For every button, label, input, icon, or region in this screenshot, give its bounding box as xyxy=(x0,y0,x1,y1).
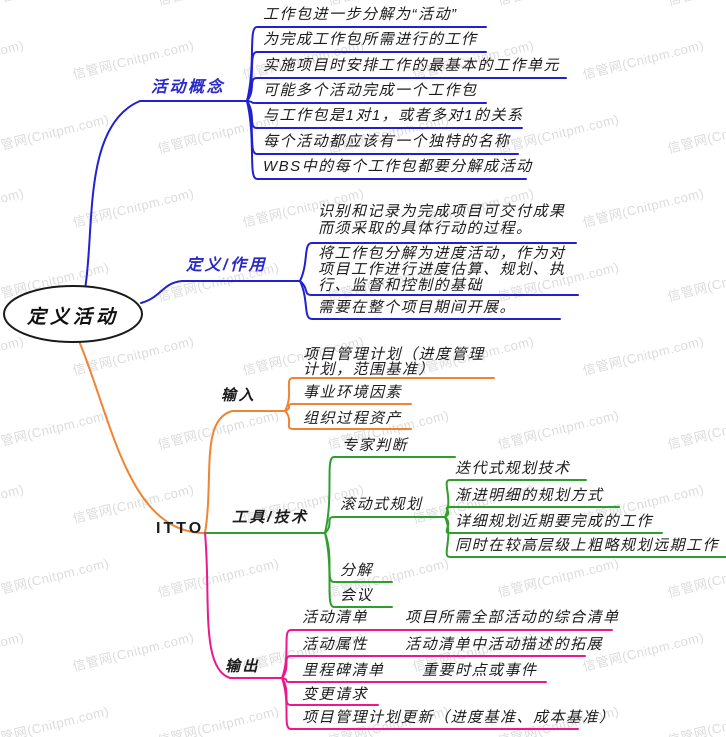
leaf-rolling-2[interactable]: 渐进明细的规划方式 xyxy=(455,487,604,504)
branch-label-concept[interactable]: 活动概念 xyxy=(151,79,226,96)
leaf-output-change-requests[interactable]: 变更请求 xyxy=(302,686,369,703)
branch-line xyxy=(284,403,412,412)
branch-line xyxy=(324,532,393,608)
leaf-output-activity-list[interactable]: 活动清单 xyxy=(302,609,369,626)
branch-line xyxy=(299,280,579,296)
leaf-definition-1-line1: 识别和记录为完成项目可交付成果 xyxy=(318,203,566,220)
leaf-output-pm-plan-updates[interactable]: 项目管理计划更新（进度基准、成本基准） xyxy=(302,709,616,726)
leaf-concept-1[interactable]: 工作包进一步分解为“活动” xyxy=(263,6,458,23)
branch-label-input[interactable]: 输入 xyxy=(221,387,257,404)
branch-label-rolling-wave[interactable]: 滚动式规划 xyxy=(340,496,423,513)
leaf-output-milestone-list[interactable]: 里程碑清单 xyxy=(302,662,385,679)
root-ellipse[interactable] xyxy=(3,285,143,343)
note-activity-list[interactable]: 项目所需全部活动的综合清单 xyxy=(405,609,620,626)
branch-line xyxy=(140,280,301,304)
note-activity-attributes[interactable]: 活动清单中活动描述的拓展 xyxy=(405,636,604,653)
branch-line xyxy=(246,51,487,102)
branch-line xyxy=(281,677,547,683)
branch-line xyxy=(281,655,586,679)
leaf-concept-5[interactable]: 与工作包是1对1，或者多对1的关系 xyxy=(263,107,524,124)
branch-label-tools[interactable]: 工具/技术 xyxy=(232,509,309,526)
branch-line xyxy=(246,77,567,102)
branch-line xyxy=(324,516,446,534)
leaf-definition-2[interactable]: 将工作包分解为进度活动，作为对 项目工作进行进度估算、规划、执 行、监督和控制的… xyxy=(318,246,566,294)
leaf-input-1-line2: 计划，范围基准） xyxy=(303,361,436,378)
leaf-concept-7[interactable]: WBS中的每个工作包都要分解成活动 xyxy=(263,158,533,175)
branch-line xyxy=(246,100,487,104)
leaf-concept-3[interactable]: 实施项目时安排工作的最基本的工作单元 xyxy=(263,57,561,74)
leaf-input-1-line1: 项目管理计划（进度管理 xyxy=(303,346,485,363)
branch-line xyxy=(204,410,286,534)
branch-line xyxy=(84,100,248,290)
leaf-expert-judgment[interactable]: 专家判断 xyxy=(342,437,409,454)
branch-line xyxy=(284,377,495,412)
branch-line xyxy=(78,340,206,534)
leaf-definition-1-line2: 而须采取的具体行动的过程。 xyxy=(318,220,533,237)
branch-label-itto[interactable]: ITTO xyxy=(156,520,205,537)
branch-line xyxy=(444,516,726,558)
leaf-definition-2-line1: 将工作包分解为进度活动，作为对 xyxy=(318,245,566,262)
leaf-decomposition[interactable]: 分解 xyxy=(340,562,374,579)
note-milestone-list[interactable]: 重要时点或事件 xyxy=(422,662,538,679)
branch-line xyxy=(299,242,577,282)
branch-line xyxy=(324,456,456,534)
leaf-input-2[interactable]: 事业环境因素 xyxy=(303,384,403,401)
branch-line xyxy=(299,280,561,320)
branch-line xyxy=(281,629,613,679)
leaf-rolling-4[interactable]: 同时在较高层级上粗略规划远期工作 xyxy=(455,537,720,554)
leaf-concept-6[interactable]: 每个活动都应该有一个独特的名称 xyxy=(263,133,511,150)
leaf-concept-4[interactable]: 可能多个活动完成一个工作包 xyxy=(263,82,478,99)
branch-line xyxy=(204,532,283,679)
branch-label-definition[interactable]: 定义/作用 xyxy=(186,257,267,274)
branch-label-output[interactable]: 输出 xyxy=(225,658,261,675)
leaf-rolling-1[interactable]: 迭代式规划技术 xyxy=(455,460,571,477)
leaf-definition-1[interactable]: 识别和记录为完成项目可交付成果 而须采取的具体行动的过程。 xyxy=(318,203,566,237)
leaf-output-activity-attributes[interactable]: 活动属性 xyxy=(302,636,369,653)
branch-line xyxy=(246,100,527,180)
leaf-input-1[interactable]: 项目管理计划（进度管理 计划，范围基准） xyxy=(303,347,485,377)
branch-line xyxy=(444,506,620,518)
leaf-rolling-3[interactable]: 详细规划近期要完成的工作 xyxy=(455,513,654,530)
leaf-definition-2-line3: 行、监督和控制的基础 xyxy=(318,277,484,294)
branch-line xyxy=(284,410,412,430)
leaf-input-3[interactable]: 组织过程资产 xyxy=(303,410,403,427)
root-node[interactable]: 定义活动 xyxy=(26,307,119,328)
leaf-meetings[interactable]: 会议 xyxy=(340,587,374,604)
leaf-definition-2-line2: 项目工作进行进度估算、规划、执 xyxy=(318,261,566,278)
leaf-concept-2[interactable]: 为完成工作包所需进行的工作 xyxy=(263,31,478,48)
branch-line xyxy=(281,677,579,730)
leaf-definition-3[interactable]: 需要在整个项目期间开展。 xyxy=(318,299,517,316)
